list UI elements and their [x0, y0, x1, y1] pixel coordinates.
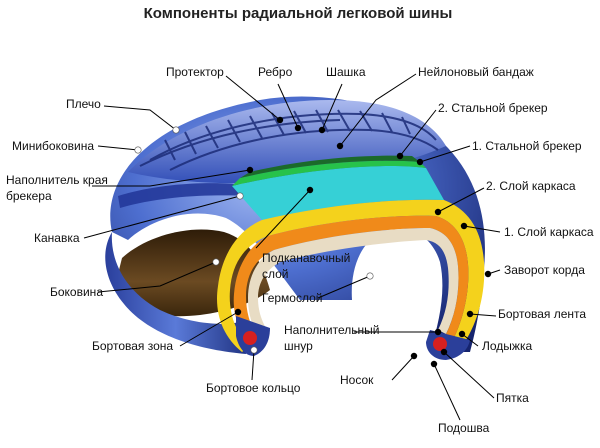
belt-green-layer: [232, 160, 426, 186]
tread-pattern: [139, 109, 439, 171]
label-germosloy: Гермослой: [262, 291, 322, 305]
label-bort-zona: Бортовая зона: [92, 339, 173, 353]
shoulder-band: [118, 183, 250, 208]
label-bort-koltso: Бортовое кольцо: [206, 381, 301, 395]
label-bort-lenta: Бортовая лента: [498, 307, 586, 321]
belt-cyan-layer: [232, 166, 444, 220]
bead-core-right: [433, 337, 447, 351]
label-nosok: Носок: [340, 373, 374, 387]
label-protektor: Протектор: [166, 65, 224, 79]
leader-lines: [83, 73, 501, 421]
label-sloy1: 1. Слой каркаса: [504, 225, 594, 239]
label-rebro: Ребро: [258, 65, 293, 79]
label-breker2: 2. Стальной брекер: [438, 101, 548, 115]
label-napoln-kraya-2: брекера: [6, 189, 52, 203]
label-bokovina: Боковина: [50, 285, 103, 299]
label-podoshva: Подошва: [438, 421, 490, 435]
marker-dots: [134, 116, 492, 368]
carcass-orange-ply: [233, 215, 469, 348]
label-minibok: Минибоковина: [12, 139, 94, 153]
label-plecho: Плечо: [66, 97, 101, 111]
carcass-yellow-ply: [217, 199, 485, 352]
label-shashka: Шашка: [326, 65, 366, 79]
label-pyatka: Пятка: [496, 391, 529, 405]
label-zavorot: Заворот корда: [504, 263, 585, 277]
bead-core-left: [243, 331, 257, 345]
labels: Протектор Ребро Шашка Нейлоновый бандаж …: [6, 65, 594, 435]
label-podkanav-2: слой: [262, 267, 289, 281]
label-breker1: 1. Стальной брекер: [472, 139, 582, 153]
label-podkanav-1: Подканавочный: [262, 251, 350, 265]
bead-right: [426, 330, 470, 360]
sidewall-front: [105, 232, 246, 354]
inner-liner: [248, 228, 459, 340]
diagram-title: Компоненты радиальной легковой шины: [144, 5, 453, 22]
label-sloy2: 2. Слой каркаса: [486, 179, 576, 193]
label-napoln-shnur-1: Наполнительный: [284, 323, 379, 337]
label-kanavka: Канавка: [34, 231, 80, 245]
label-lodyzhka: Лодыжка: [482, 339, 532, 353]
label-napoln-shnur-2: шнур: [284, 339, 313, 353]
label-napoln-kraya-1: Наполнитель края: [6, 173, 108, 187]
label-neylon: Нейлоновый бандаж: [418, 65, 534, 79]
